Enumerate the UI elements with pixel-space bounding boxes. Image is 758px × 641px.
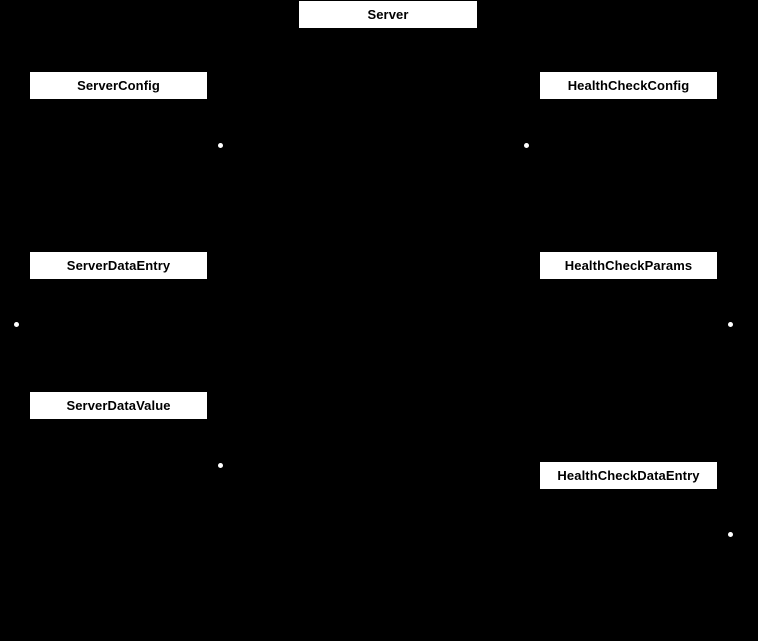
edge-serverconfig-to-dataentry bbox=[118, 100, 119, 251]
class-node-label: HealthCheckParams bbox=[564, 258, 693, 273]
class-node-server-data-entry[interactable]: ServerDataEntry bbox=[29, 251, 208, 280]
edge-endpoint-dot bbox=[728, 532, 733, 537]
class-node-server[interactable]: Server bbox=[298, 0, 478, 29]
edge-endpoint-dot bbox=[728, 322, 733, 327]
edge-endpoint-dot bbox=[218, 143, 223, 148]
class-node-server-data-value[interactable]: ServerDataValue bbox=[29, 391, 208, 420]
class-node-label: ServerDataEntry bbox=[66, 258, 171, 273]
class-node-health-check-params[interactable]: HealthCheckParams bbox=[539, 251, 718, 280]
class-node-health-check-config[interactable]: HealthCheckConfig bbox=[539, 71, 718, 100]
class-node-label: ServerConfig bbox=[77, 78, 160, 93]
class-node-health-check-data-entry[interactable]: HealthCheckDataEntry bbox=[539, 461, 718, 490]
class-node-label: HealthCheckDataEntry bbox=[557, 468, 700, 483]
edge-endpoint-dot bbox=[14, 322, 19, 327]
edge-endpoint-dot bbox=[218, 463, 223, 468]
edge-endpoint-dot bbox=[524, 143, 529, 148]
edge-server-bus-horizontal bbox=[118, 50, 629, 51]
edge-dataentry-to-datavalue bbox=[118, 280, 119, 391]
class-node-server-config[interactable]: ServerConfig bbox=[29, 71, 208, 100]
edge-params-to-datavalue bbox=[628, 280, 629, 461]
class-node-label: HealthCheckConfig bbox=[567, 78, 690, 93]
class-node-label: ServerDataValue bbox=[66, 398, 171, 413]
edge-params-to-healthcheckconfig bbox=[628, 100, 629, 251]
class-node-label: Server bbox=[367, 7, 409, 22]
